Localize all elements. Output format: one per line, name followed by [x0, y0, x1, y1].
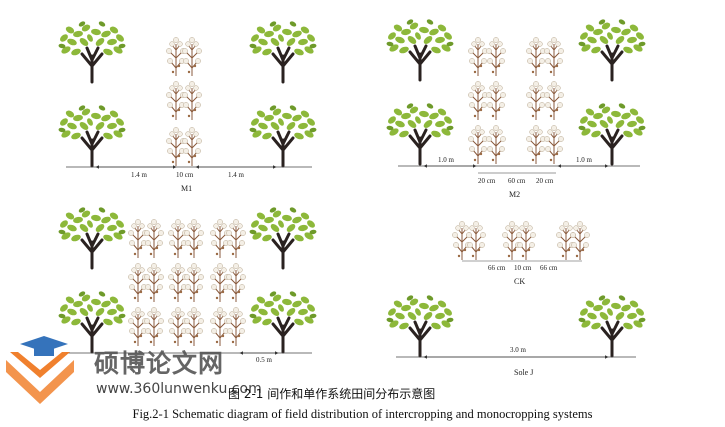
cotton-plant-icon: [143, 306, 165, 347]
cotton-plant-icon: [183, 306, 205, 347]
tree-icon: [56, 18, 128, 84]
cotton-plant-icon: [209, 306, 231, 347]
tree-icon: [247, 204, 319, 270]
cotton-plant-icon: [515, 220, 537, 261]
figure-caption-chinese: 图 2-1 间作和单作系统田间分布示意图: [228, 387, 436, 401]
cotton-plant-icon: [543, 36, 565, 77]
spacing-label: 66 cm: [540, 264, 558, 272]
cotton-plant-icon: [501, 220, 523, 261]
cotton-plant-icon: [485, 36, 507, 77]
cotton-rows: [451, 220, 591, 261]
tree-icon: [384, 100, 456, 166]
panel-ck: 66 cm 10 cm 66 cm CK: [451, 220, 591, 286]
cotton-plant-icon: [525, 36, 547, 77]
cotton-plant-icon: [181, 36, 203, 77]
logo-chevron-icon: [6, 360, 74, 404]
spacing-label: 1.0 m: [438, 156, 455, 164]
spacing-label: 3.0 m: [510, 346, 527, 354]
cotton-plant-icon: [183, 262, 205, 303]
cotton-plant-icon: [209, 262, 231, 303]
cotton-plant-icon: [167, 262, 189, 303]
cotton-plant-icon: [143, 218, 165, 259]
graduation-cap-base: [34, 346, 54, 356]
panel-label: M2: [509, 190, 520, 199]
panel-m3: 0.5 m: [56, 204, 319, 364]
cotton-rows: [127, 218, 247, 347]
cotton-plant-icon: [225, 262, 247, 303]
watermark-brand: 硕博论文网: [94, 349, 225, 378]
panel-label: M1: [181, 184, 192, 193]
spacing-label: 60 cm: [508, 177, 526, 185]
cotton-plant-icon: [165, 36, 187, 77]
cotton-plant-icon: [525, 124, 547, 165]
cotton-plant-icon: [225, 306, 247, 347]
cotton-plant-icon: [181, 80, 203, 121]
tree-icon: [56, 102, 128, 168]
cotton-plant-icon: [485, 80, 507, 121]
cotton-plant-icon: [127, 306, 149, 347]
cotton-plant-icon: [183, 218, 205, 259]
cotton-plant-icon: [467, 80, 489, 121]
cotton-plant-icon: [165, 80, 187, 121]
cotton-plant-icon: [569, 220, 591, 261]
panel-label: Sole J: [514, 368, 533, 377]
panel-label: CK: [514, 277, 525, 286]
spacing-label: 10 cm: [514, 264, 532, 272]
spacing-label: 0.5 m: [256, 356, 273, 364]
figure-caption-english: Fig.2-1 Schematic diagram of field distr…: [132, 407, 593, 421]
cotton-plant-icon: [467, 124, 489, 165]
cotton-plant-icon: [143, 262, 165, 303]
spacing-label: 1.4 m: [228, 171, 245, 179]
cotton-plant-icon: [555, 220, 577, 261]
cotton-plant-icon: [451, 220, 473, 261]
panel-m2: 1.0 m 1.0 m 20 cm 60 cm 20 cm M2: [384, 16, 648, 199]
cotton-plant-icon: [543, 80, 565, 121]
cotton-plant-icon: [127, 218, 149, 259]
spacing-label: 10 cm: [176, 171, 194, 179]
spacing-label: 20 cm: [478, 177, 496, 185]
cotton-plant-icon: [543, 124, 565, 165]
logo-chevron-icon: [10, 352, 70, 378]
spacing-label: 66 cm: [488, 264, 506, 272]
cotton-plant-icon: [167, 218, 189, 259]
tree-icon: [56, 204, 128, 270]
cotton-plant-icon: [167, 306, 189, 347]
tree-icon: [576, 292, 648, 358]
cotton-plant-icon: [165, 126, 187, 167]
tree-icon: [247, 102, 319, 168]
tree-icon: [576, 16, 648, 82]
cotton-plant-icon: [485, 124, 507, 165]
spacing-label: 1.0 m: [576, 156, 593, 164]
cotton-plant-icon: [209, 218, 231, 259]
cotton-plant-icon: [467, 36, 489, 77]
tree-icon: [247, 18, 319, 84]
cotton-row: [165, 36, 203, 167]
watermark-url: www.360lunwenku.com: [96, 381, 262, 397]
tree-icon: [247, 288, 319, 354]
panel-m1: 1.4 m 10 cm 1.4 m M1: [56, 18, 319, 193]
spacing-label: 1.4 m: [131, 171, 148, 179]
cotton-plant-icon: [225, 218, 247, 259]
tree-icon: [56, 288, 128, 354]
cotton-plant-icon: [127, 262, 149, 303]
cotton-plant-icon: [525, 80, 547, 121]
panel-sole-j: 3.0 m Sole J: [384, 292, 648, 377]
spacing-label: 20 cm: [536, 177, 554, 185]
watermark-logo: [6, 336, 74, 404]
tree-icon: [576, 100, 648, 166]
cotton-rows: [467, 36, 565, 165]
tree-icon: [384, 16, 456, 82]
cotton-plant-icon: [465, 220, 487, 261]
tree-icon: [384, 292, 456, 358]
graduation-cap-icon: [20, 336, 68, 352]
cotton-plant-icon: [181, 126, 203, 167]
